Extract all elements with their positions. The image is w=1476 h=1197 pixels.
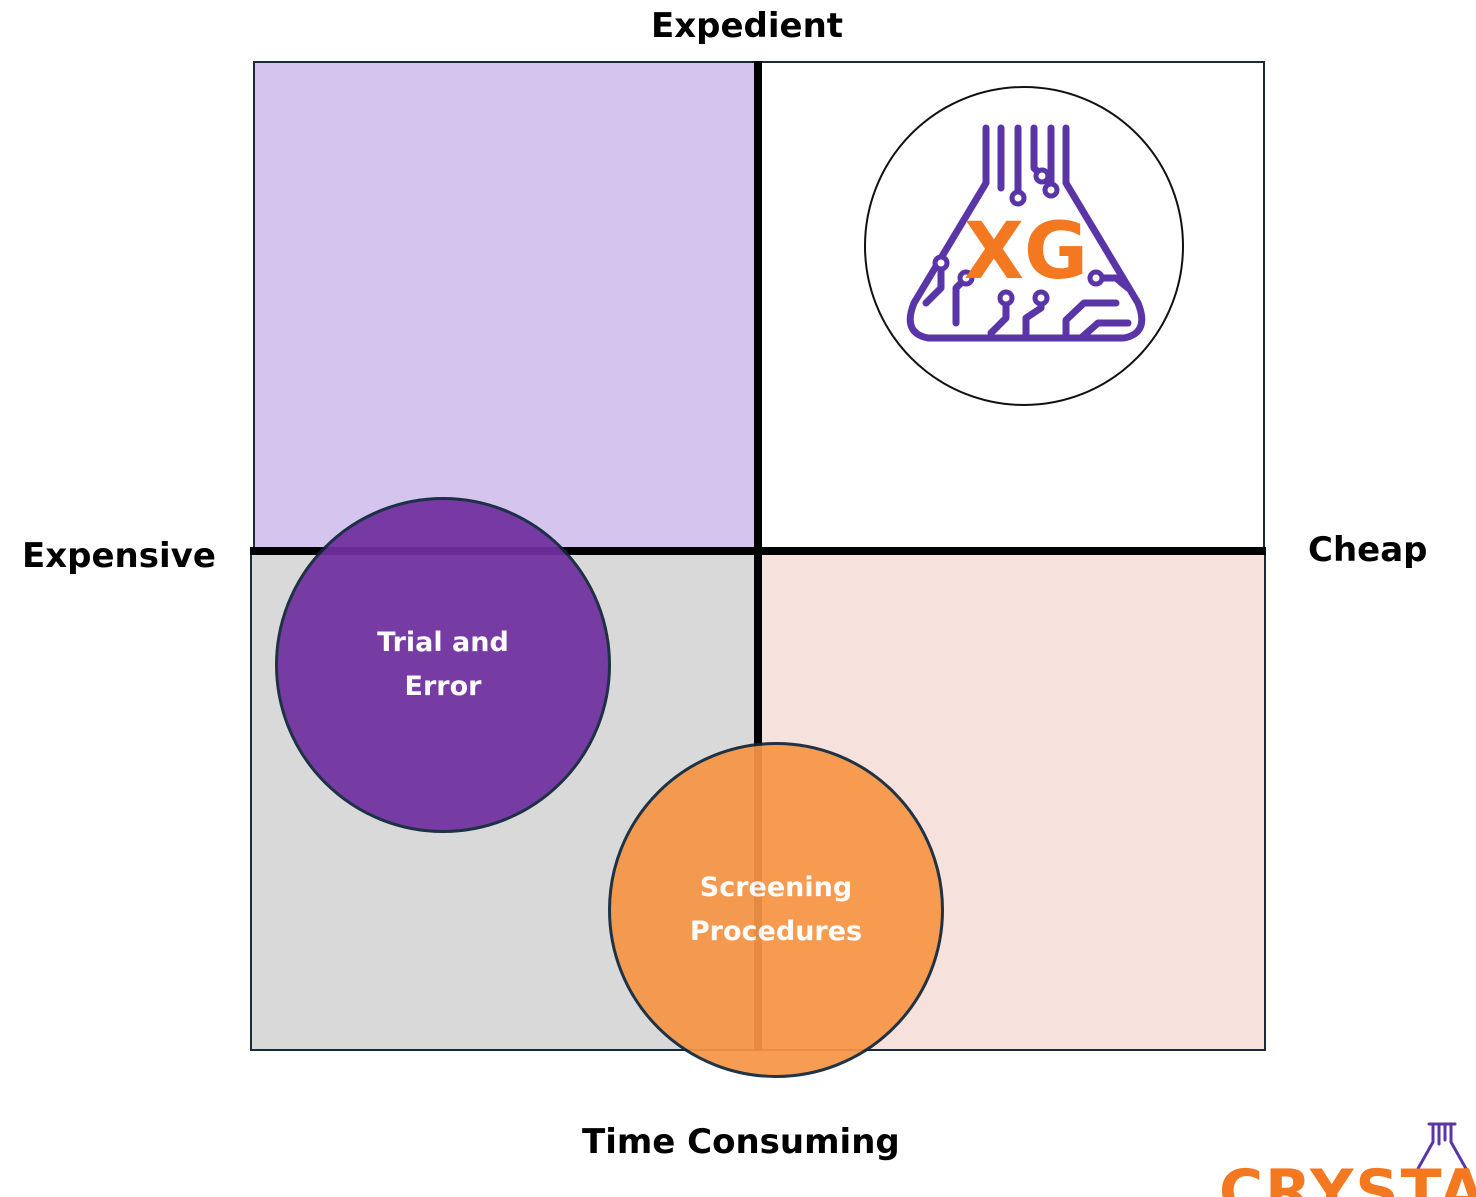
divider-horizontal <box>250 547 1266 555</box>
flask-icon: XG <box>906 124 1146 342</box>
axis-label-right: Cheap <box>1308 530 1428 570</box>
bubble-label-line: Trial and <box>377 627 509 658</box>
xg-logo-badge: XG <box>864 86 1184 406</box>
quadrant-top-left <box>253 61 757 551</box>
axis-label-left: Expensive <box>22 536 216 576</box>
axis-label-bottom: Time Consuming <box>582 1122 900 1162</box>
crystal-xg-brand-logo: CRYSTAL-XG <box>1215 1112 1476 1197</box>
axis-label-top: Expedient <box>651 6 844 46</box>
bubble-label-line: Procedures <box>689 916 863 947</box>
brand-text: CRYSTAL-XG <box>1219 1157 1476 1197</box>
xg-logo-text: XG <box>964 207 1088 297</box>
screening-procedures-bubble: Screening Procedures <box>608 742 944 1078</box>
bubble-label-line: Screening <box>699 872 853 903</box>
divider-vertical <box>754 61 762 1051</box>
trial-and-error-bubble: Trial and Error <box>275 497 611 833</box>
bubble-label-line: Error <box>404 671 482 702</box>
